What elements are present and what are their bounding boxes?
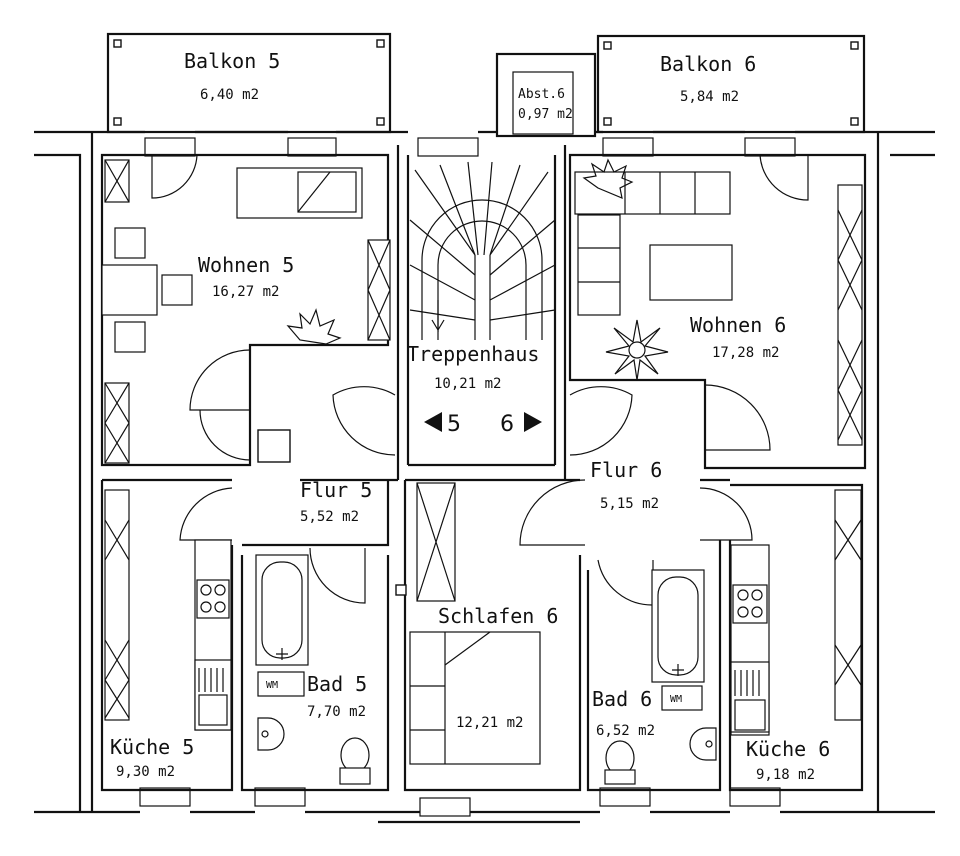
kitchen-6-fixtures — [730, 489, 862, 736]
furniture-wohnen-6 — [574, 158, 863, 446]
flower-icon — [605, 319, 669, 381]
furniture-wohnen-5 — [101, 159, 391, 464]
toilet-icon — [339, 737, 371, 785]
unit-5-marker: 5 — [447, 412, 461, 437]
room-name-bad-6: Bad 6 — [592, 687, 652, 711]
room-area-flur-6: 5,15 m2 — [600, 496, 659, 512]
room-area-balkon-6: 5,84 m2 — [680, 89, 739, 105]
room-area-bad-5: 7,70 m2 — [307, 704, 366, 720]
balcony-6 — [596, 34, 866, 134]
room-name-abst-6: Abst.6 — [518, 87, 565, 102]
kitchen-5-fixtures — [104, 489, 232, 731]
plant-icon — [582, 158, 634, 199]
room-name-wohnen-6: Wohnen 6 — [690, 313, 786, 337]
room-area-abst-6: 0,97 m2 — [518, 107, 573, 122]
room-name-schlafen-6: Schlafen 6 — [438, 604, 558, 628]
plant-icon — [286, 308, 342, 345]
toilet-icon — [604, 740, 636, 785]
room-area-wohnen-6: 17,28 m2 — [712, 345, 779, 361]
exterior-walls — [34, 130, 935, 824]
interior-walls — [100, 145, 867, 792]
room-name-balkon-5: Balkon 5 — [184, 49, 280, 73]
room-area-flur-5: 5,52 m2 — [300, 509, 359, 525]
room-area-bad-6: 6,52 m2 — [596, 723, 655, 739]
room-area-schlafen-6: 12,21 m2 — [456, 715, 523, 731]
staircase — [409, 161, 556, 340]
storage-tower — [495, 52, 597, 138]
sink-icon — [257, 717, 285, 751]
unit-5-arrow-icon — [424, 412, 442, 432]
room-name-flur-6: Flur 6 — [590, 458, 662, 482]
room-name-wohnen-5: Wohnen 5 — [198, 253, 294, 277]
bathroom-5-fixtures — [255, 554, 371, 785]
room-name-kueche-6: Küche 6 — [746, 737, 830, 761]
washer-label: WM — [266, 680, 278, 691]
unit-6-arrow-icon — [524, 412, 542, 432]
room-area-kueche-5: 9,30 m2 — [116, 764, 175, 780]
room-area-balkon-5: 6,40 m2 — [200, 87, 259, 103]
room-name-bad-5: Bad 5 — [307, 672, 367, 696]
room-area-wohnen-5: 16,27 m2 — [212, 284, 279, 300]
room-name-balkon-6: Balkon 6 — [660, 52, 756, 76]
washer-label: WM — [670, 694, 682, 705]
door-swings — [151, 154, 809, 606]
bedroom-6-furniture — [409, 482, 541, 765]
sink-icon — [689, 727, 717, 761]
bathroom-6-fixtures — [604, 569, 717, 785]
room-area-treppenhaus: 10,21 m2 — [434, 376, 501, 392]
room-area-kueche-6: 9,18 m2 — [756, 767, 815, 783]
unit-6-marker: 6 — [500, 412, 514, 437]
room-name-treppenhaus: Treppenhaus — [407, 342, 539, 366]
room-name-kueche-5: Küche 5 — [110, 735, 194, 759]
room-name-flur-5: Flur 5 — [300, 478, 372, 502]
